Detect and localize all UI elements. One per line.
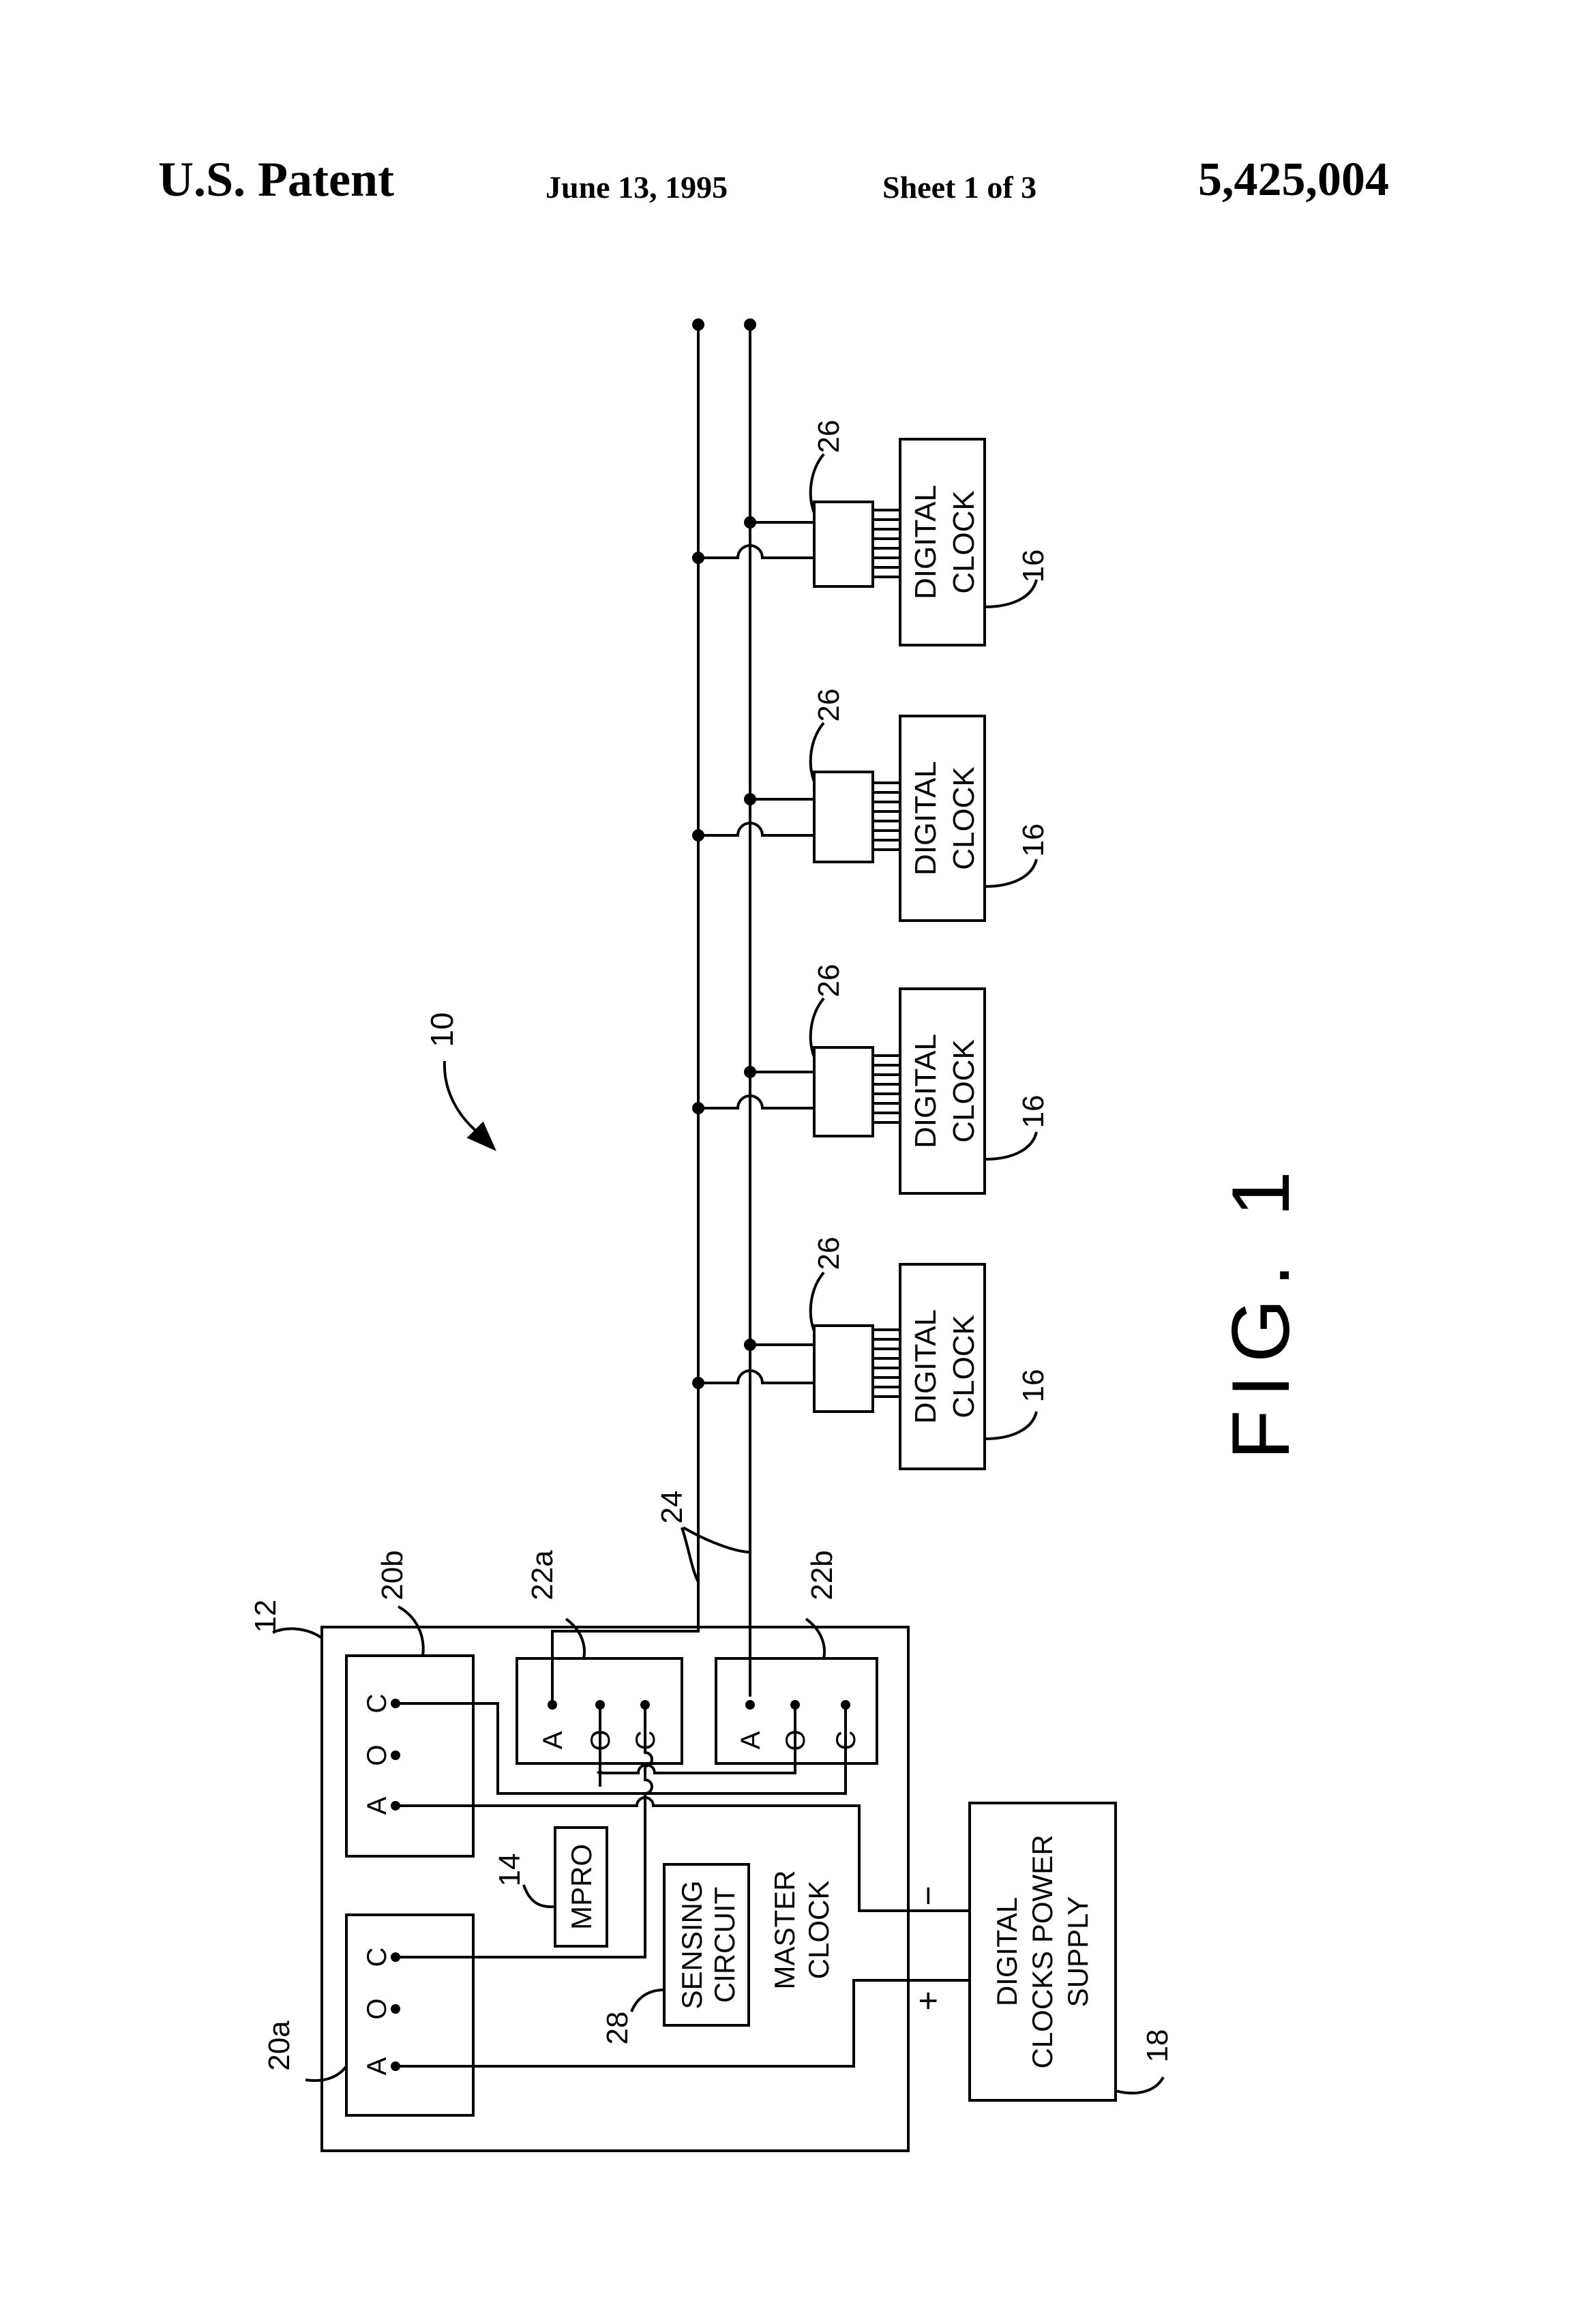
- clock-3-ref: 16: [1017, 1095, 1050, 1129]
- leader-10: [443, 1060, 486, 1139]
- header-patent-label: U.S. Patent: [158, 152, 394, 207]
- leader-18: [1115, 2076, 1165, 2095]
- wire-20a-a-to-plus: [395, 1979, 970, 2068]
- interface-3-ref: 26: [812, 964, 846, 998]
- leader-22a: [565, 1618, 586, 1659]
- clock-1-label-line2: CLOCK: [947, 490, 981, 594]
- wire-20b-c-to-22b-c: [395, 1702, 847, 1795]
- relay-20b-terminal-o: O: [362, 1744, 392, 1766]
- clock-branch-2: [692, 715, 1038, 922]
- power-supply-minus: −: [909, 1886, 947, 1905]
- master-clock-label-line1: MASTER: [768, 1870, 801, 1989]
- leader-22b: [805, 1618, 826, 1659]
- power-supply-label-line1: DIGITAL: [991, 1897, 1023, 2006]
- interface-box-26: [813, 1046, 874, 1137]
- digital-clock-box: [899, 438, 986, 646]
- relay-22a-terminal-o: O: [586, 1729, 616, 1751]
- power-supply-label-line2: CLOCKS POWER: [1026, 1834, 1058, 2068]
- power-supply-label-line3: SUPPLY: [1062, 1896, 1094, 2008]
- relay-20b-ref: 20b: [376, 1550, 409, 1600]
- interface-2-ref: 26: [812, 689, 846, 722]
- relay-20b-box: [345, 1654, 475, 1858]
- clock-3-label-line1: DIGITAL: [909, 1034, 942, 1148]
- leader-14: [522, 1884, 556, 1909]
- interface-4-ref: 26: [812, 1237, 846, 1270]
- arrow-head-10: [466, 1121, 496, 1151]
- leader-20b: [398, 1605, 425, 1656]
- mpro-label: MPRO: [565, 1844, 597, 1930]
- digital-clock-box: [899, 715, 986, 922]
- clock-1-label-line1: DIGITAL: [909, 485, 942, 599]
- digital-clock-box: [899, 1263, 986, 1470]
- relay-22b-ref: 22b: [805, 1550, 839, 1600]
- clock-2-ref: 16: [1017, 824, 1050, 857]
- bus-end-dot-a: [692, 318, 704, 331]
- leader-12: [272, 1627, 323, 1639]
- master-clock-label-line2: CLOCK: [803, 1881, 835, 1980]
- power-supply-plus: +: [909, 1991, 947, 2010]
- relay-22a-ref: 22a: [526, 1550, 559, 1600]
- bus-ref: 24: [655, 1491, 689, 1524]
- sensing-label-line1: SENSING: [676, 1880, 708, 2009]
- clock-3-label-line2: CLOCK: [947, 1039, 981, 1143]
- clock-1-ref: 16: [1017, 550, 1050, 583]
- power-supply-ref: 18: [1141, 2029, 1174, 2063]
- relay-20a-terminal-a: A: [362, 2057, 392, 2075]
- clock-branch-4: [692, 1263, 1038, 1470]
- mpro-box: [554, 1826, 608, 1948]
- relay-22b-terminal-c: C: [831, 1731, 861, 1751]
- wire-20b-a-to-minus: [395, 1796, 970, 1912]
- relay-22a-terminal-c: C: [631, 1731, 661, 1751]
- digital-clock-box: [899, 987, 986, 1195]
- bus-line-a: [551, 325, 700, 1697]
- clock-4-ref: 16: [1017, 1369, 1050, 1403]
- power-supply-box: [968, 1802, 1117, 2102]
- relay-20a-box: [345, 1913, 475, 2117]
- relay-20a-terminal-o: O: [362, 1998, 392, 2019]
- header-patent-number: 5,425,004: [1198, 153, 1389, 206]
- clock-branch-3: [692, 987, 1038, 1195]
- figure-label: FIG. 1: [1215, 1159, 1307, 1459]
- system-ref: 10: [424, 1012, 460, 1047]
- sensing-ref: 28: [601, 2012, 634, 2045]
- interface-box-26: [813, 501, 874, 588]
- clock-4-label-line2: CLOCK: [947, 1315, 981, 1418]
- leader-24-a: [681, 1527, 700, 1583]
- mpro-ref: 14: [493, 1853, 526, 1887]
- clock-2-label-line2: CLOCK: [947, 766, 981, 870]
- clock-4-label-line1: DIGITAL: [909, 1309, 942, 1424]
- master-clock-ref: 12: [249, 1600, 282, 1633]
- header-sheet-number: Sheet 1 of 3: [882, 170, 1037, 205]
- relay-20b-terminal-a: A: [362, 1796, 392, 1815]
- sensing-label-line2: CIRCUIT: [708, 1887, 741, 2003]
- leader-24-b: [682, 1526, 751, 1553]
- leader-20a: [305, 2065, 348, 2082]
- relay-22b-terminal-a: A: [736, 1731, 766, 1749]
- leader-28: [630, 1988, 665, 2012]
- interface-box-26: [813, 1324, 874, 1413]
- relay-22b-terminal-o: O: [781, 1729, 811, 1751]
- header-date: June 13, 1995: [546, 170, 728, 205]
- relay-20b-terminal-c: C: [362, 1694, 392, 1714]
- wire-22b-o-branch: [597, 1709, 796, 1774]
- relay-22a-terminal-a: A: [538, 1731, 568, 1749]
- wire-22a-c-to-20a-c: [395, 1709, 653, 1958]
- clock-2-label-line1: DIGITAL: [909, 761, 942, 876]
- relay-20a-terminal-c: C: [362, 1948, 392, 1967]
- interface-box-26: [813, 771, 874, 863]
- clock-branch-1: [692, 438, 1038, 646]
- bus-end-dot-b: [744, 318, 756, 331]
- sensing-circuit-box: [663, 1863, 750, 2027]
- interface-1-ref: 26: [812, 420, 846, 453]
- relay-20a-ref: 20a: [263, 2021, 296, 2071]
- master-clock-box: [320, 1626, 910, 2152]
